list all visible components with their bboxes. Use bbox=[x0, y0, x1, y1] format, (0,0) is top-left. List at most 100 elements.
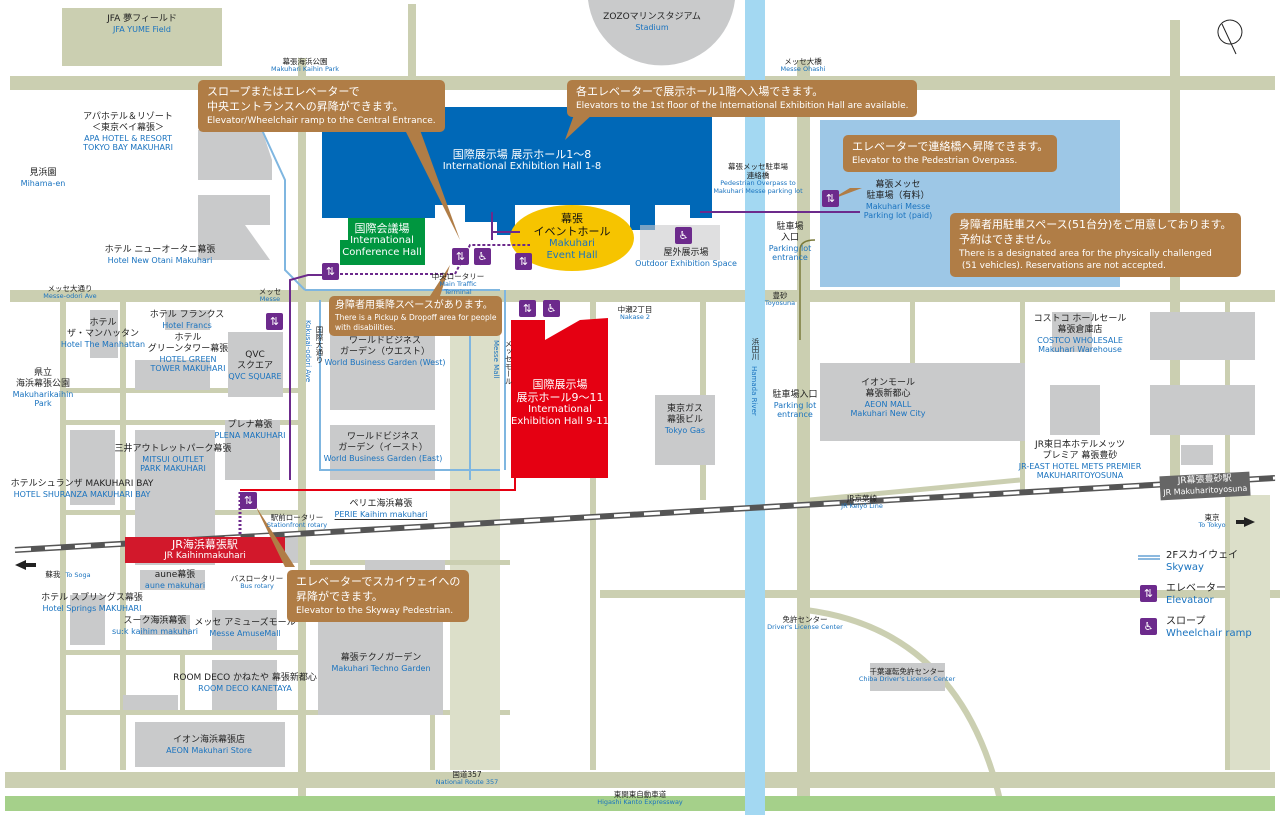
place-kokusai-odori-en: Kokusai-odori Ave bbox=[304, 320, 312, 383]
place-jp: aune幕張 bbox=[154, 570, 196, 580]
place-jp: JFA 夢フィールド bbox=[107, 14, 177, 24]
place-jp: 千葉運転免許センター bbox=[869, 667, 945, 676]
legend-skyway-line-icon bbox=[1138, 555, 1160, 560]
place-jp: ワールドビジネス ガーデン（イースト） bbox=[338, 432, 428, 453]
station-jp: JR海浜幕張駅 bbox=[172, 538, 238, 551]
place-en: Messe-odori Ave bbox=[43, 292, 97, 300]
place-en: APA HOTEL & RESORT TOKYO BAY MAKUHARI bbox=[83, 133, 173, 153]
place-jp: 東関東自動車道 bbox=[613, 790, 667, 799]
place-jp: 屋外展示場 bbox=[663, 248, 709, 258]
wheelchair-icon[interactable]: ♿ bbox=[543, 300, 560, 317]
place-en: Makuhari Kaihin Park bbox=[270, 65, 340, 73]
legend-jp: 2Fスカイウェイ bbox=[1166, 550, 1239, 561]
place-en: Mihama-en bbox=[20, 178, 66, 188]
place-jp: 幕張メッセ駐車場 連絡橋 bbox=[728, 162, 788, 180]
place-wbg-west: ワールドビジネス ガーデン（ウエスト）World Business Garden… bbox=[324, 336, 445, 367]
legend-jp: スロープ bbox=[1166, 616, 1206, 627]
wheelchair-icon[interactable]: ♿ bbox=[675, 227, 692, 244]
place-en: Hotel The Manhattan bbox=[60, 339, 146, 349]
place-jp: 駐車場入口 bbox=[772, 390, 818, 400]
place-en: Messe Ohashi bbox=[780, 65, 826, 73]
elevator-icon[interactable]: ⇅ bbox=[519, 300, 536, 317]
place-jp: 幕張メッセ 駐車場（有料） bbox=[866, 180, 930, 201]
place-jp: メッセ大橋 bbox=[784, 57, 822, 66]
place-en: JR Keiyō Line bbox=[841, 502, 883, 510]
place-en: JFA YUME Field bbox=[113, 24, 171, 34]
elevator-icon[interactable]: ⇅ bbox=[822, 190, 839, 207]
place-jp: メッセ大通り bbox=[47, 284, 93, 293]
place-en: Main Traffic Terminal bbox=[439, 280, 477, 296]
callout-jp: エレベーターで連絡橋へ昇降できます。 bbox=[852, 140, 1049, 153]
place-jp: アパホテル＆リゾート ＜東京ベイ幕張＞ bbox=[83, 112, 173, 133]
place-en: JR-EAST HOTEL METS PREMIER MAKUHARITOYOS… bbox=[1018, 461, 1142, 481]
place-jp: コストコ ホールセール 幕張倉庫店 bbox=[1033, 314, 1127, 335]
place-messe-mall-jp: メッセモール bbox=[504, 340, 513, 385]
place-en: COSTCO WHOLESALE Makuhari Warehouse bbox=[1037, 335, 1123, 355]
wheelchair-icon: ♿ bbox=[1140, 618, 1157, 635]
legend-en: Wheelchair ramp bbox=[1166, 628, 1252, 639]
hall-en: International Exhibition Hall 1-8 bbox=[442, 161, 602, 173]
place-en: Hotel New Otani Makuhari bbox=[107, 255, 213, 265]
elevator-icon[interactable]: ⇅ bbox=[240, 492, 257, 509]
hall-jp: 国際展示場 展示ホール1～8 bbox=[452, 148, 592, 161]
place-jp: メッセ bbox=[258, 287, 282, 296]
callout-accessible-parking: 身障者用駐車スペース(51台分)をご用意しております。 予約はできません。The… bbox=[950, 213, 1241, 277]
place-en: National Route 357 bbox=[435, 778, 499, 786]
place-jp: ZOZOマリンスタジアム bbox=[603, 12, 701, 22]
elevator-icon: ⇅ bbox=[1140, 585, 1157, 602]
place-en: Chiba Driver's License Center bbox=[858, 675, 956, 683]
place-en: Tokyo Gas bbox=[664, 425, 706, 435]
elevator-icon[interactable]: ⇅ bbox=[322, 263, 339, 280]
place-en: Stadium bbox=[635, 22, 669, 32]
callout-jp: 各エレベーターで展示ホール1階へ入場できます。 bbox=[576, 85, 824, 98]
place-en: QVC SQUARE bbox=[228, 371, 282, 381]
place-en: World Business Garden (West) bbox=[324, 357, 446, 367]
elevator-icon[interactable]: ⇅ bbox=[266, 313, 283, 330]
station-en: JR Kaihinmakuhari bbox=[164, 551, 246, 562]
elevator-icon[interactable]: ⇅ bbox=[452, 248, 469, 265]
place-en: Makuhari Messe Parking lot (paid) bbox=[863, 201, 933, 221]
place-jp: JR東日本ホテルメッツ プレミア 幕張豊砂 bbox=[1035, 440, 1125, 461]
place-en: Parking lot entrance bbox=[773, 400, 817, 420]
hall-jp: 幕張 イベントホール bbox=[533, 212, 611, 239]
callout-jp: 身障者用乗降スペースがあります。 bbox=[335, 300, 493, 311]
place-en: HOTEL GREEN TOWER MAKUHARI bbox=[150, 354, 226, 374]
place-en: Messe AmuseMall bbox=[209, 628, 281, 638]
place-en: Higashi Kanto Expressway bbox=[597, 798, 683, 806]
place-en: Messe bbox=[259, 295, 281, 303]
place-jp: プレナ幕張 bbox=[227, 420, 273, 430]
wheelchair-icon[interactable]: ♿ bbox=[474, 248, 491, 265]
place-en: PERIE Kaihim makuhari bbox=[334, 509, 428, 519]
place-en: Parking lot entrance bbox=[768, 243, 812, 263]
conference-hall-shape bbox=[340, 218, 425, 265]
hall-en: Makuhari Event Hall bbox=[546, 238, 598, 262]
place-en: AEON MALL Makuhari New City bbox=[850, 399, 926, 419]
callout-jp: 身障者用駐車スペース(51台分)をご用意しております。 予約はできません。 bbox=[959, 218, 1232, 246]
place-en: Hotel Francs bbox=[162, 320, 212, 330]
elevator-icon[interactable]: ⇅ bbox=[515, 253, 532, 270]
hall-9-11-shape bbox=[511, 318, 608, 478]
